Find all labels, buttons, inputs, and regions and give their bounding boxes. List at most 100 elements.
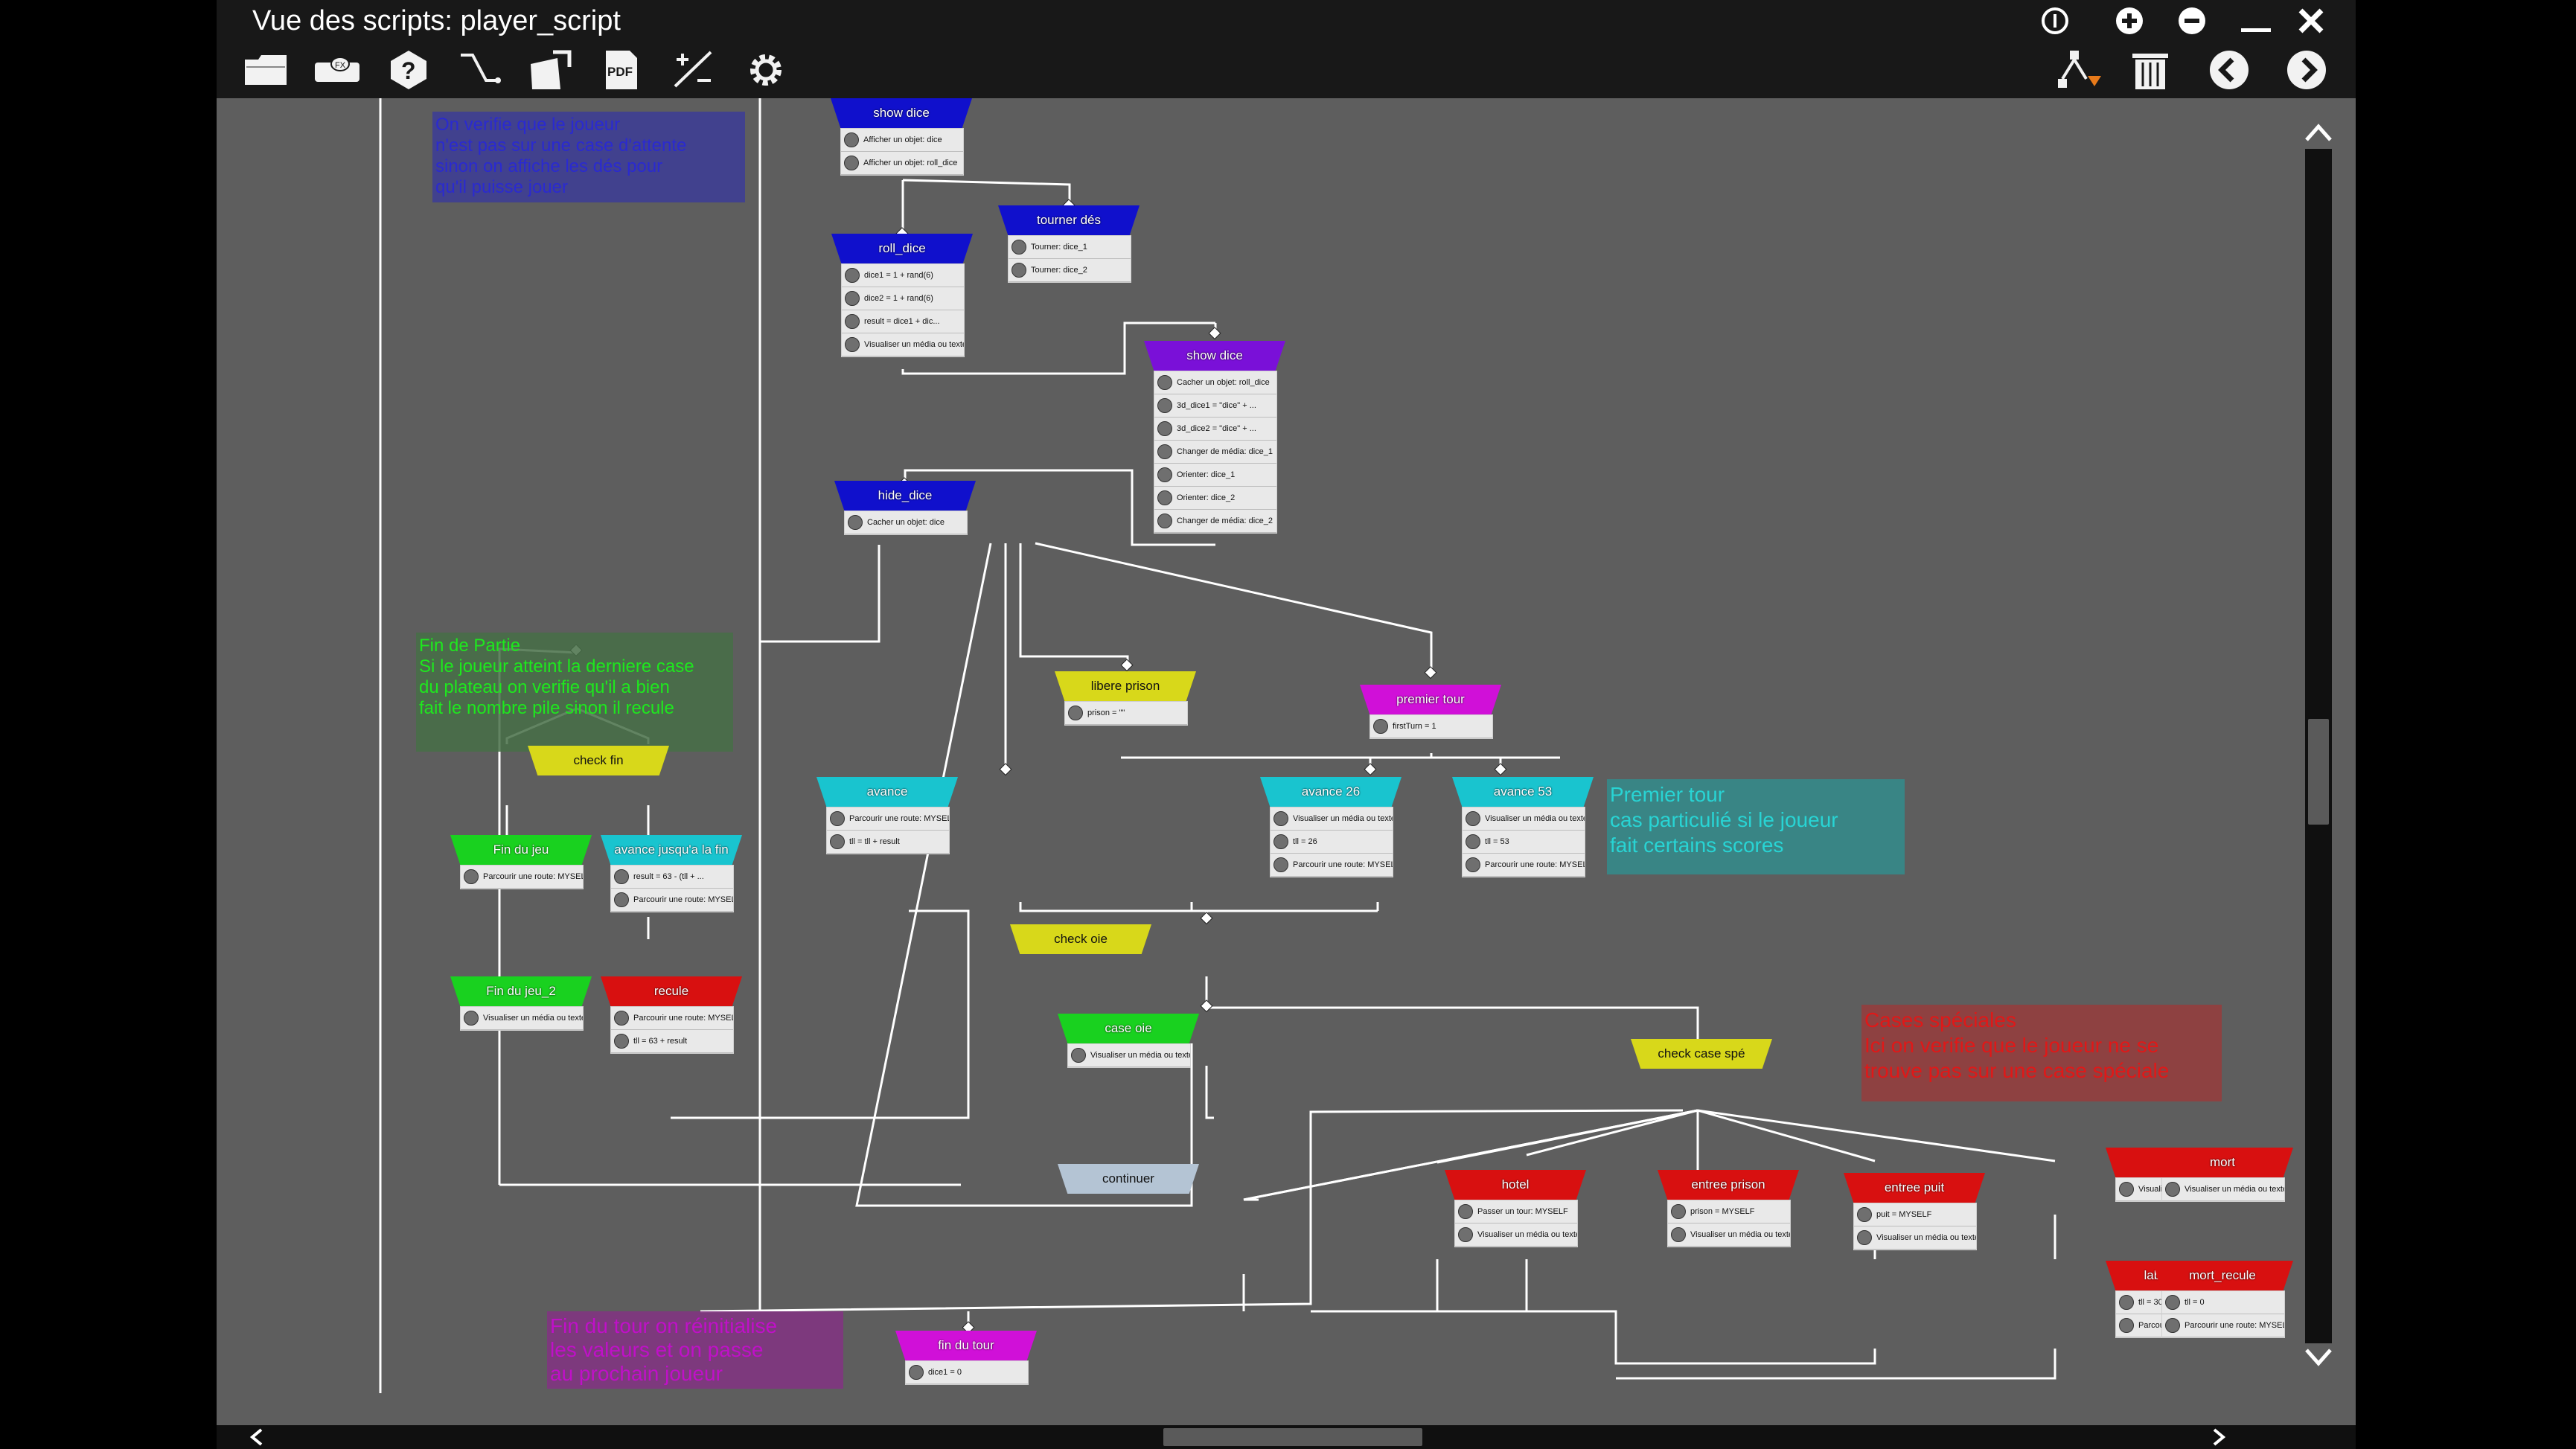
block-row[interactable]: firstTurn = 1 [1370, 715, 1492, 738]
block-roll-dice[interactable]: roll_dice dice1 = 1 + rand(6) dice2 = 1 … [831, 234, 973, 357]
block-row[interactable]: puit = MYSELF [1854, 1203, 1976, 1226]
export-icon[interactable] [526, 46, 574, 94]
close-icon[interactable] [2295, 4, 2327, 37]
block-row[interactable]: dice2 = 1 + rand(6) [842, 287, 964, 310]
block-row[interactable]: 3d_dice1 = "dice" + ... [1154, 394, 1276, 418]
block-row[interactable]: Visualiser un média ou texte [1668, 1224, 1790, 1247]
horizontal-scrollbar[interactable] [217, 1425, 2356, 1449]
block-avance[interactable]: avance Parcourir une route: MYSELF tll =… [816, 777, 958, 854]
comment-end-turn[interactable]: Fin du tour on réinitialise les valeurs … [547, 1311, 843, 1389]
block-premier-tour[interactable]: premier tour firstTurn = 1 [1360, 685, 1501, 739]
block-row[interactable]: Afficher un objet: dice [841, 129, 963, 152]
block-avance-26[interactable]: avance 26 Visualiser un média ou texte t… [1260, 777, 1402, 877]
scroll-down-icon[interactable] [2302, 1344, 2335, 1371]
block-row[interactable]: Visualiser un média ou texte [1271, 807, 1393, 831]
vertical-scroll-thumb[interactable] [2308, 719, 2329, 825]
block-row[interactable]: 3d_dice2 = "dice" + ... [1154, 418, 1276, 441]
block-libere-prison[interactable]: libere prison prison = "" [1055, 671, 1196, 726]
block-fin-du-jeu-2[interactable]: Fin du jeu_2 Visualiser un média ou text… [450, 976, 592, 1031]
block-row[interactable]: Cacher un objet: dice [845, 511, 967, 534]
block-mort[interactable]: mort Visualiser un média ou texte [2152, 1148, 2293, 1202]
block-row[interactable]: Visualiser un média ou texte [842, 333, 964, 356]
block-entree-prison[interactable]: entree prison prison = MYSELF Visualiser… [1658, 1170, 1799, 1247]
block-check-oie[interactable]: check oie [1010, 924, 1151, 954]
block-row[interactable]: Afficher un objet: roll_dice [841, 152, 963, 175]
scroll-right-icon[interactable] [2208, 1427, 2229, 1448]
comment-first-turn[interactable]: Premier tour cas particulié si le joueur… [1607, 779, 1905, 874]
block-row[interactable]: prison = "" [1065, 702, 1187, 725]
block-recule[interactable]: recule Parcourir une route: MYSELF tll =… [601, 976, 742, 1054]
block-avance-53[interactable]: avance 53 Visualiser un média ou texte t… [1452, 777, 1594, 877]
block-avance-jusqua[interactable]: avance jusqu'a la fin result = 63 - (tll… [601, 835, 742, 912]
block-fin-du-jeu[interactable]: Fin du jeu Parcourir une route: MYSELF [450, 835, 592, 889]
block-row[interactable]: Visualiser un média ou texte [1854, 1226, 1976, 1250]
gear-icon[interactable] [742, 46, 790, 94]
block-row[interactable]: tll = tll + result [827, 831, 949, 854]
trash-icon[interactable] [2126, 46, 2174, 94]
block-row[interactable]: Tourner: dice_1 [1009, 236, 1131, 259]
block-check-fin[interactable]: check fin [528, 746, 669, 775]
block-row[interactable]: Changer de média: dice_1 [1154, 441, 1276, 464]
block-row[interactable]: Orienter: dice_2 [1154, 487, 1276, 510]
block-row[interactable]: Visualiser un média ou texte [1455, 1224, 1577, 1247]
block-case-oie[interactable]: case oie Visualiser un média ou texte [1058, 1014, 1199, 1068]
pdf-icon[interactable]: PDF [598, 46, 645, 94]
block-hotel[interactable]: hotel Passer un tour: MYSELF Visualiser … [1445, 1170, 1586, 1247]
block-mort-recule[interactable]: mort_recule tll = 0 Parcourir une route:… [2152, 1261, 2293, 1338]
block-show-dice-top[interactable]: show dice Afficher un objet: dice Affich… [831, 98, 972, 176]
block-row[interactable]: tll = 53 [1463, 831, 1585, 854]
folder-icon[interactable] [242, 46, 290, 94]
comment-special-cases[interactable]: Cases spéciales Ici on verifie que le jo… [1861, 1005, 2222, 1101]
block-row[interactable]: Visualiser un média ou texte [1068, 1044, 1190, 1067]
plus-circle-icon[interactable] [2113, 4, 2146, 37]
block-row[interactable]: Parcourir une route: MYSELF [2162, 1314, 2284, 1337]
block-row[interactable]: dice1 = 1 + rand(6) [842, 264, 964, 287]
block-row[interactable]: tll = 0 [2162, 1291, 2284, 1314]
block-row[interactable]: Visualiser un média ou texte [461, 1007, 583, 1030]
block-row[interactable]: Cacher un objet: roll_dice [1154, 371, 1276, 394]
block-row[interactable]: dice1 = 0 [906, 1361, 1028, 1384]
block-continuer[interactable]: continuer [1058, 1164, 1199, 1194]
connector-icon[interactable] [456, 46, 504, 94]
block-row[interactable]: Changer de média: dice_2 [1154, 510, 1276, 533]
block-hide-dice[interactable]: hide_dice Cacher un objet: dice [834, 481, 976, 535]
scroll-left-icon[interactable] [246, 1427, 267, 1448]
block-row[interactable]: result = 63 - (tll + ... [611, 866, 733, 889]
script-canvas[interactable]: On verifie que le joueur n'est pas sur u… [217, 98, 2356, 1425]
block-row[interactable]: Parcourir une route: MYSELF [1271, 854, 1393, 877]
action-icon [1671, 1227, 1686, 1242]
math-icon[interactable] [669, 46, 717, 94]
block-row[interactable]: Passer un tour: MYSELF [1455, 1200, 1577, 1224]
block-row[interactable]: tll = 63 + result [611, 1030, 733, 1053]
minus-circle-icon[interactable] [2176, 4, 2208, 37]
block-row[interactable]: Orienter: dice_1 [1154, 464, 1276, 487]
block-row[interactable]: Parcourir une route: MYSELF [461, 866, 583, 889]
block-check-case-spe[interactable]: check case spé [1631, 1039, 1772, 1069]
block-row[interactable]: Tourner: dice_2 [1009, 259, 1131, 282]
fx-icon[interactable]: FX [313, 46, 361, 94]
block-entree-puit[interactable]: entree puit puit = MYSELF Visualiser un … [1844, 1173, 1985, 1250]
block-row[interactable]: Parcourir une route: MYSELF [611, 1007, 733, 1030]
scroll-up-icon[interactable] [2302, 119, 2335, 146]
block-row[interactable]: Parcourir une route: MYSELF [1463, 854, 1585, 877]
block-row[interactable]: Visualiser un média ou texte [2162, 1178, 2284, 1201]
vertical-scrollbar[interactable] [2305, 149, 2332, 1343]
block-show-dice[interactable]: show dice Cacher un objet: roll_dice 3d_… [1144, 341, 1285, 534]
block-fin-du-tour[interactable]: fin du tour dice1 = 0 [895, 1331, 1037, 1385]
block-row[interactable]: Parcourir une route: MYSELF [611, 889, 733, 912]
comment-end-game[interactable]: Fin de Partie Si le joueur atteint la de… [416, 633, 733, 752]
block-row[interactable]: Parcourir une route: MYSELF [827, 807, 949, 831]
back-arrow-icon[interactable] [2205, 46, 2253, 94]
block-row[interactable]: tll = 26 [1271, 831, 1393, 854]
block-row[interactable]: Visualiser un média ou texte [1463, 807, 1585, 831]
help-icon[interactable]: ? [385, 46, 432, 94]
info-icon[interactable] [2039, 4, 2071, 37]
block-row[interactable]: prison = MYSELF [1668, 1200, 1790, 1224]
minimize-icon[interactable] [2240, 4, 2272, 37]
tree-icon[interactable] [2055, 46, 2103, 94]
horizontal-scroll-thumb[interactable] [1163, 1428, 1422, 1446]
forward-arrow-icon[interactable] [2283, 46, 2330, 94]
comment-dice-check[interactable]: On verifie que le joueur n'est pas sur u… [432, 112, 745, 202]
block-tourner-des[interactable]: tourner dés Tourner: dice_1 Tourner: dic… [998, 205, 1140, 283]
block-row[interactable]: result = dice1 + dic... [842, 310, 964, 333]
